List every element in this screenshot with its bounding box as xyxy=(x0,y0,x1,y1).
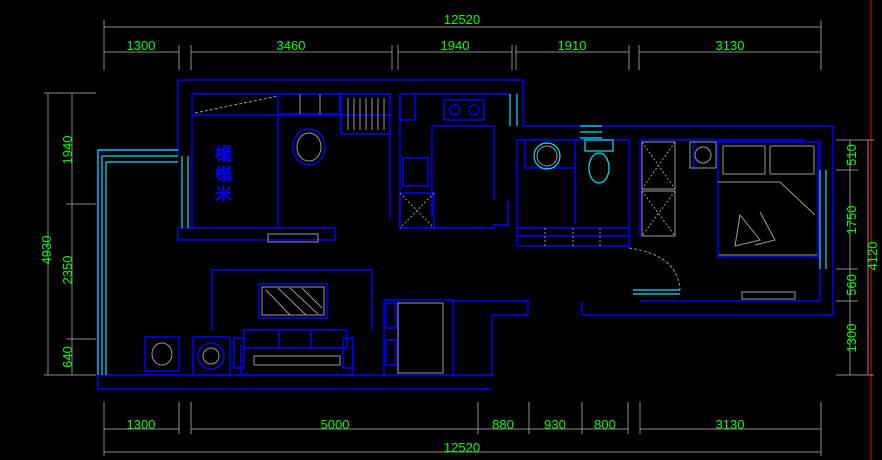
pillow-icon xyxy=(769,145,815,175)
pillow-icon xyxy=(722,145,766,175)
dining-chair-icon xyxy=(385,302,397,329)
bottom-dimension-2: 5000 xyxy=(321,417,350,432)
top-dimension-2: 3460 xyxy=(277,38,306,53)
washbasin-icon xyxy=(533,142,561,170)
toilet-tank-icon xyxy=(584,139,614,152)
dryer-icon xyxy=(192,336,231,376)
top-dimension-4: 1910 xyxy=(558,38,587,53)
right-dimension-2: 1750 xyxy=(844,206,859,235)
room-label-char-1: 榻 xyxy=(215,144,232,165)
nightstand-icon xyxy=(689,141,717,169)
top-dimension-1: 1300 xyxy=(127,38,156,53)
left-dimension-3: 640 xyxy=(60,346,75,368)
sofa-arm-right xyxy=(342,337,354,369)
round-chair-icon xyxy=(292,128,326,166)
shower-panel-2 xyxy=(641,190,676,237)
top-dimension-3: 1940 xyxy=(441,38,470,53)
bottom-dimension-5: 800 xyxy=(594,417,616,432)
wardrobe-cabinets xyxy=(277,93,341,115)
left-dimension-1: 1940 xyxy=(60,136,75,165)
artwork-frame xyxy=(258,283,328,319)
sofa-icon xyxy=(240,329,354,376)
bottom-dimension-6: 3130 xyxy=(716,417,745,432)
room-label-char-2: 榻 xyxy=(215,164,232,185)
right-dimension-3: 560 xyxy=(844,274,859,296)
right-total-dimension: 4120 xyxy=(865,242,880,271)
bottom-dimension-4: 930 xyxy=(544,417,566,432)
dining-chair-icon xyxy=(385,339,397,366)
stove-icon xyxy=(443,99,485,121)
door-swing-arc xyxy=(628,247,681,291)
right-dimension-1: 510 xyxy=(844,144,859,166)
bottom-dimension-1: 1300 xyxy=(127,417,156,432)
top-dimension-5: 3130 xyxy=(716,38,745,53)
shelf-rack xyxy=(340,93,391,135)
furniture xyxy=(144,93,819,376)
washing-machine-icon xyxy=(144,336,180,372)
bed-icon xyxy=(717,141,819,256)
tv-bedroom xyxy=(741,291,796,300)
fridge-icon xyxy=(399,192,435,229)
toilet-icon xyxy=(588,152,610,184)
sofa-arm-left xyxy=(233,337,245,369)
kitchen-sink-icon xyxy=(402,157,429,187)
bottom-total-dimension: 12520 xyxy=(444,440,480,455)
left-total-dimension: 4930 xyxy=(39,236,54,265)
left-dimensions: 4930 1940 2350 640 xyxy=(39,92,96,376)
tatami-room-label: 榻 榻 米 xyxy=(215,144,233,205)
bottom-dimensions: 1300 5000 880 930 800 3130 12520 xyxy=(103,402,822,456)
shower-panel-1 xyxy=(641,141,676,190)
room-label-char-3: 米 xyxy=(215,184,233,205)
dining-table-icon xyxy=(397,302,444,374)
left-dimension-2: 2350 xyxy=(60,256,75,285)
right-dimensions: 510 1750 560 1300 4120 xyxy=(836,139,880,376)
tv-cabinet-tatami xyxy=(267,233,319,243)
top-total-dimension: 12520 xyxy=(444,12,480,27)
right-dimension-4: 1300 xyxy=(844,324,859,353)
tatami-storage-diagonal xyxy=(194,95,279,114)
windows xyxy=(97,94,827,375)
top-dimensions: 12520 1300 3460 1940 1910 3130 xyxy=(103,12,822,70)
bottom-dimension-3: 880 xyxy=(492,417,514,432)
